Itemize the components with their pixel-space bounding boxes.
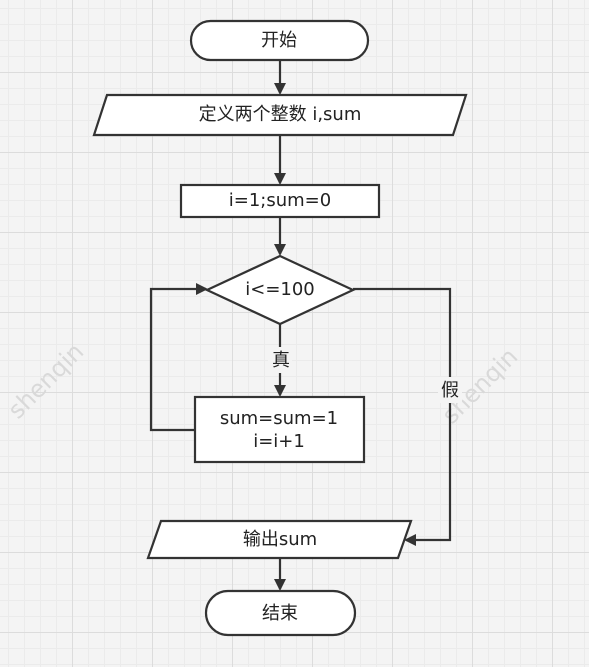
start-label: 开始 (261, 30, 297, 51)
true-label-bg (268, 347, 292, 373)
init-label: i=1;sum=0 (229, 190, 331, 211)
start-node (189, 19, 370, 62)
edge-loop-back (149, 283, 208, 432)
init-node (179, 183, 381, 219)
end-node (204, 589, 357, 637)
edge-false-branch (353, 287, 452, 546)
declare-node (92, 93, 468, 137)
body-node (193, 395, 366, 464)
end-label: 结束 (262, 603, 298, 624)
declare-label: 定义两个整数 i,sum (199, 104, 362, 125)
body-label-line1: sum=sum=1 (220, 408, 338, 429)
condition-label: i<=100 (245, 279, 315, 300)
output-label: 输出sum (243, 529, 317, 550)
watermark-left: shenqin (2, 337, 89, 424)
true-label: 真 (272, 350, 290, 371)
false-label: 假 (441, 380, 459, 401)
body-label-line2: i=i+1 (253, 431, 305, 452)
output-node (146, 519, 413, 560)
false-label-bg (438, 377, 462, 403)
condition-node (204, 254, 356, 326)
